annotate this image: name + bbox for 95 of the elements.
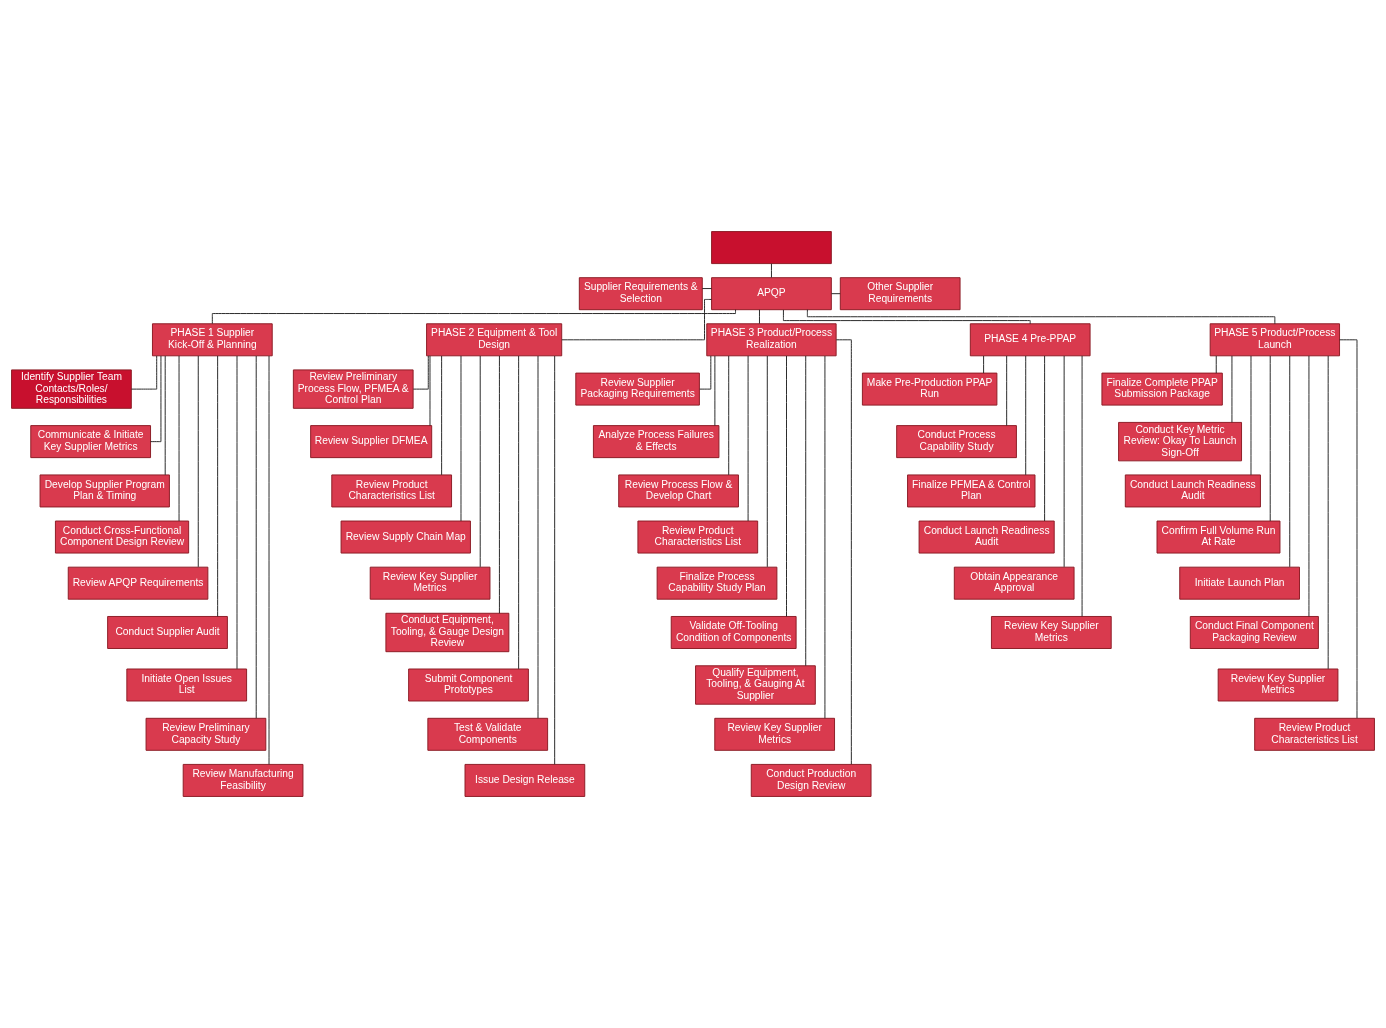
node-box: PHASE 3 Product/Process Realization	[706, 323, 837, 357]
node-box: Develop Supplier Program Plan & Timing	[39, 474, 170, 508]
node-box: Review Preliminary Process Flow, PFMEA & Control Plan	[292, 369, 414, 409]
connector	[164, 355, 166, 476]
node-box: Finalize PFMEA & Control Plan	[907, 474, 1036, 508]
connector	[1006, 355, 1008, 427]
connector	[412, 355, 429, 390]
node-box: Communicate & Initiate Key Supplier Metrics	[30, 425, 151, 459]
node-box: Review APQP Requirements	[67, 566, 209, 600]
node-box: Conduct Final Component Packaging Review	[1189, 616, 1319, 649]
node-box: Test & Validate Components	[427, 717, 549, 751]
connector	[1289, 355, 1291, 568]
node-box: PHASE 1 Supplier Kick-Off & Planning	[152, 323, 273, 357]
connector	[1044, 355, 1046, 522]
node-box: Conduct Production Design Review	[750, 763, 872, 797]
connector	[561, 298, 712, 341]
node-box: Review Key Supplier Metrics	[369, 566, 491, 600]
connector	[1308, 355, 1310, 617]
connector	[1081, 355, 1083, 617]
node-box: Conduct Key Metric Review: Okay To Launch Sign-Off	[1118, 421, 1242, 462]
connector	[211, 309, 736, 325]
connector	[1327, 355, 1329, 670]
node-box: Supplier Requirements & Selection	[578, 277, 703, 311]
node-box: Review Product Characteristics List	[331, 474, 453, 508]
connector	[441, 355, 443, 476]
connector	[1250, 355, 1252, 476]
node-box: Initiate Open Issues List	[126, 668, 248, 702]
node-box: Review Supplier Packaging Requirements	[575, 372, 700, 406]
node-box: Review Process Flow & Develop Chart	[618, 474, 739, 508]
connector	[217, 355, 219, 617]
node-box: Submit Component Prototypes	[408, 668, 529, 702]
connector	[771, 263, 772, 278]
connector	[150, 355, 162, 443]
node-box: Initiate Launch Plan	[1179, 566, 1300, 600]
connector	[714, 355, 716, 427]
node-box: Conduct Process Capability Study	[896, 425, 1017, 459]
node-box: Validate Off-Tooling Condition of Components	[670, 616, 797, 649]
connector	[1269, 355, 1271, 522]
node-box: Review Preliminary Capacity Study	[145, 717, 267, 751]
node-box: Finalize Complete PPAP Submission Package	[1101, 372, 1223, 406]
node-box: Conduct Equipment, Tooling, & Gauge Design Review	[385, 612, 510, 653]
connector	[1025, 355, 1027, 476]
connector	[1231, 355, 1233, 423]
node-box: Review Key Supplier Metrics	[714, 717, 835, 751]
node-box: APQP	[711, 277, 832, 311]
connector	[806, 309, 1276, 325]
node-box: Review Product Characteristics List	[637, 520, 759, 554]
node-box: Obtain Appearance Approval	[953, 566, 1075, 600]
connector	[835, 339, 852, 765]
connector	[699, 355, 712, 390]
node-box: PHASE 4 Pre-PPAP	[969, 323, 1091, 357]
connector	[518, 355, 520, 670]
node-box: Confirm Full Volume Run At Rate	[1156, 520, 1281, 554]
connector	[747, 355, 749, 522]
node-box: Conduct Launch Readiness Audit	[1124, 474, 1261, 508]
node-box: Conduct Launch Readiness Audit	[918, 520, 1055, 554]
node-box: Review Supplier DFMEA	[310, 425, 433, 459]
connector	[554, 355, 556, 765]
connector	[983, 355, 985, 374]
node-box: PHASE 2 Equipment & Tool Design	[426, 323, 563, 357]
connector	[130, 355, 158, 390]
node-box: Finalize Process Capability Study Plan	[656, 566, 778, 600]
connector	[498, 355, 500, 614]
node-box: Conduct Cross-Functional Component Design Review	[54, 520, 190, 554]
node-box: Review Product Characteristics List	[1254, 717, 1375, 751]
connector	[1063, 355, 1065, 568]
node-box: Review Key Supplier Metrics	[1217, 668, 1339, 702]
node-box: Analyze Process Failures & Effects	[592, 425, 720, 459]
node-box: PHASE 5 Product/Process Launch	[1209, 323, 1340, 357]
connector	[759, 309, 760, 325]
connector	[1215, 355, 1217, 374]
connector	[479, 355, 481, 568]
connector	[805, 355, 807, 667]
connector	[766, 355, 768, 568]
node-box: Issue Design Release	[464, 763, 586, 797]
connector	[255, 355, 257, 719]
connector	[824, 355, 826, 719]
node-box: Review Key Supplier Metrics	[990, 616, 1112, 649]
node-box: Qualify Equipment, Tooling, & Gauging At Supplier	[695, 665, 816, 705]
node-box: Make Pre-Production PPAP Run	[861, 372, 998, 406]
node-box	[711, 231, 832, 265]
node-box: Review Manufacturing Feasibility	[182, 763, 304, 797]
node-box: Review Supply Chain Map	[340, 520, 471, 554]
connector	[786, 355, 787, 617]
connector	[1339, 339, 1358, 719]
node-box: Other Supplier Requirements	[839, 277, 961, 311]
node-box: Identify Supplier Team Contacts/Roles/ Responsibilities	[11, 369, 132, 409]
connector	[728, 355, 730, 476]
connector	[782, 309, 1031, 325]
connector	[178, 355, 180, 522]
connector	[429, 355, 431, 427]
connector	[197, 355, 199, 568]
connector	[831, 293, 841, 295]
node-box: Conduct Supplier Audit	[107, 616, 228, 649]
connector	[701, 288, 712, 290]
